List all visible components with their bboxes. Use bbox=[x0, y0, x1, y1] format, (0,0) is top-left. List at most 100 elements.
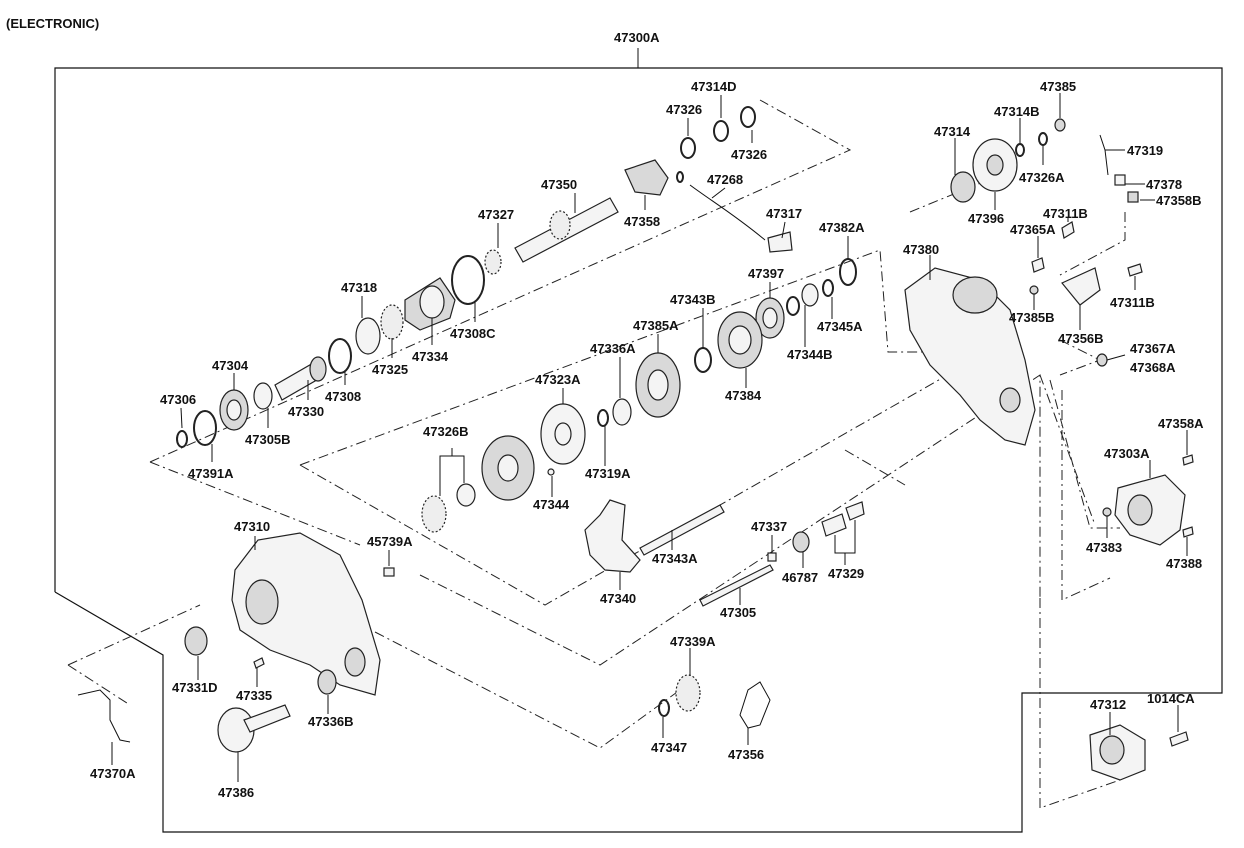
label-47358A: 47358A bbox=[1158, 416, 1204, 431]
rail-47343A bbox=[639, 504, 725, 556]
label-47331D: 47331D bbox=[172, 680, 218, 695]
label-47327: 47327 bbox=[478, 207, 514, 222]
leader-lines bbox=[111, 93, 1188, 782]
label-47383: 47383 bbox=[1086, 540, 1122, 555]
bearing-47314 bbox=[950, 171, 976, 203]
label-47308C: 47308C bbox=[450, 326, 496, 341]
label-47268: 47268 bbox=[707, 172, 743, 187]
label-47323A: 47323A bbox=[535, 372, 581, 387]
label-47358: 47358 bbox=[624, 214, 660, 229]
gear-47327 bbox=[484, 249, 502, 275]
label-1014CA: 1014CA bbox=[1147, 691, 1195, 706]
washer-47305B bbox=[253, 382, 273, 410]
fork-47340 bbox=[584, 499, 641, 573]
chain-47356 bbox=[739, 681, 771, 729]
label-47339A: 47339A bbox=[670, 634, 716, 649]
ring-47343B bbox=[694, 347, 712, 373]
label-47310: 47310 bbox=[234, 519, 270, 534]
sensor-47378 bbox=[1114, 174, 1126, 186]
part-46787 bbox=[792, 531, 810, 553]
label-47356B: 47356B bbox=[1058, 331, 1104, 346]
label-47345A: 47345A bbox=[817, 319, 863, 334]
label-47386: 47386 bbox=[218, 785, 254, 800]
label-47382A: 47382A bbox=[819, 220, 865, 235]
ring-47326-a bbox=[680, 137, 696, 159]
hose-47268 bbox=[689, 184, 766, 241]
ring-47326A bbox=[1038, 132, 1048, 146]
clip-47365A bbox=[1031, 257, 1045, 273]
assembly-frame bbox=[54, 67, 1223, 833]
plate-47318 bbox=[355, 317, 381, 355]
bolt-47311B-a bbox=[1061, 221, 1075, 239]
plug-47367A bbox=[1096, 353, 1108, 367]
ring-47319A bbox=[597, 409, 609, 427]
actuator-47329-b bbox=[845, 501, 865, 521]
front-case-47310 bbox=[231, 532, 381, 696]
label-47306: 47306 bbox=[160, 392, 196, 407]
seal-47331D bbox=[184, 626, 208, 656]
variant-title: (ELECTRONIC) bbox=[6, 16, 99, 31]
pipe-47370A bbox=[77, 689, 131, 743]
seal-47383 bbox=[1102, 507, 1112, 517]
snap-ring-47308 bbox=[328, 338, 352, 374]
label-47385A: 47385A bbox=[633, 318, 679, 333]
wire-47319 bbox=[1099, 134, 1109, 176]
gear-47325 bbox=[380, 304, 404, 340]
label-47329: 47329 bbox=[828, 566, 864, 581]
label-47303A: 47303A bbox=[1104, 446, 1150, 461]
sleeve-47326B bbox=[456, 483, 476, 507]
label-47380: 47380 bbox=[903, 242, 939, 257]
label-47304: 47304 bbox=[212, 358, 249, 373]
label-47305: 47305 bbox=[720, 605, 756, 620]
hub-47336A bbox=[612, 398, 632, 426]
label-47385B: 47385B bbox=[1009, 310, 1055, 325]
label-47388: 47388 bbox=[1166, 556, 1202, 571]
label-47314: 47314 bbox=[934, 124, 971, 139]
label-47365A: 47365A bbox=[1010, 222, 1056, 237]
bolt-47311B-b bbox=[1127, 263, 1143, 277]
ring-47314D bbox=[713, 120, 729, 142]
label-47319: 47319 bbox=[1127, 143, 1163, 158]
label-47343B: 47343B bbox=[670, 292, 716, 307]
plug-47335 bbox=[253, 657, 265, 669]
label-47368A: 47368A bbox=[1130, 360, 1176, 375]
clip-45739A bbox=[383, 567, 395, 577]
label-47325: 47325 bbox=[372, 362, 408, 377]
label-47367A: 47367A bbox=[1130, 341, 1176, 356]
label-47384: 47384 bbox=[725, 388, 762, 403]
bolt-47388 bbox=[1182, 526, 1194, 538]
sensor-47358B bbox=[1127, 191, 1139, 203]
label-47314D: 47314D bbox=[691, 79, 737, 94]
label-47391A: 47391A bbox=[188, 466, 234, 481]
label-47326B: 47326B bbox=[423, 424, 469, 439]
label-47397: 47397 bbox=[748, 266, 784, 281]
ring-47345A bbox=[822, 279, 834, 297]
label-47318: 47318 bbox=[341, 280, 377, 295]
sensor-47317 bbox=[767, 231, 793, 253]
label-47326-top: 47326 bbox=[666, 102, 702, 117]
nut-47385 bbox=[1054, 118, 1066, 132]
label-47337: 47337 bbox=[751, 519, 787, 534]
label-47314B: 47314B bbox=[994, 104, 1040, 119]
label-47343A: 47343A bbox=[652, 551, 698, 566]
label-47335: 47335 bbox=[236, 688, 272, 703]
bracket-47356B bbox=[1061, 267, 1101, 306]
label-47326-right: 47326 bbox=[731, 147, 767, 162]
label-47340: 47340 bbox=[600, 591, 636, 606]
snap-ring-47306 bbox=[176, 430, 188, 448]
label-47396: 47396 bbox=[968, 211, 1004, 226]
rod-47305 bbox=[699, 564, 774, 607]
label-47350: 47350 bbox=[541, 177, 577, 192]
bolt-47358A bbox=[1182, 454, 1194, 466]
assembly-number: 47300A bbox=[614, 30, 660, 45]
ring-47326-b bbox=[740, 106, 756, 128]
label-47358B: 47358B bbox=[1156, 193, 1202, 208]
label-47370A: 47370A bbox=[90, 766, 136, 781]
plug-47385B bbox=[1029, 285, 1039, 295]
bolt-1014CA bbox=[1169, 731, 1189, 747]
group-dash-lines bbox=[67, 99, 1126, 809]
part-labels: 47306 47304 47391A 47305B 47330 47308 47… bbox=[90, 79, 1204, 800]
label-47347: 47347 bbox=[651, 740, 687, 755]
pump-47358 bbox=[624, 159, 669, 196]
label-47334: 47334 bbox=[412, 349, 449, 364]
